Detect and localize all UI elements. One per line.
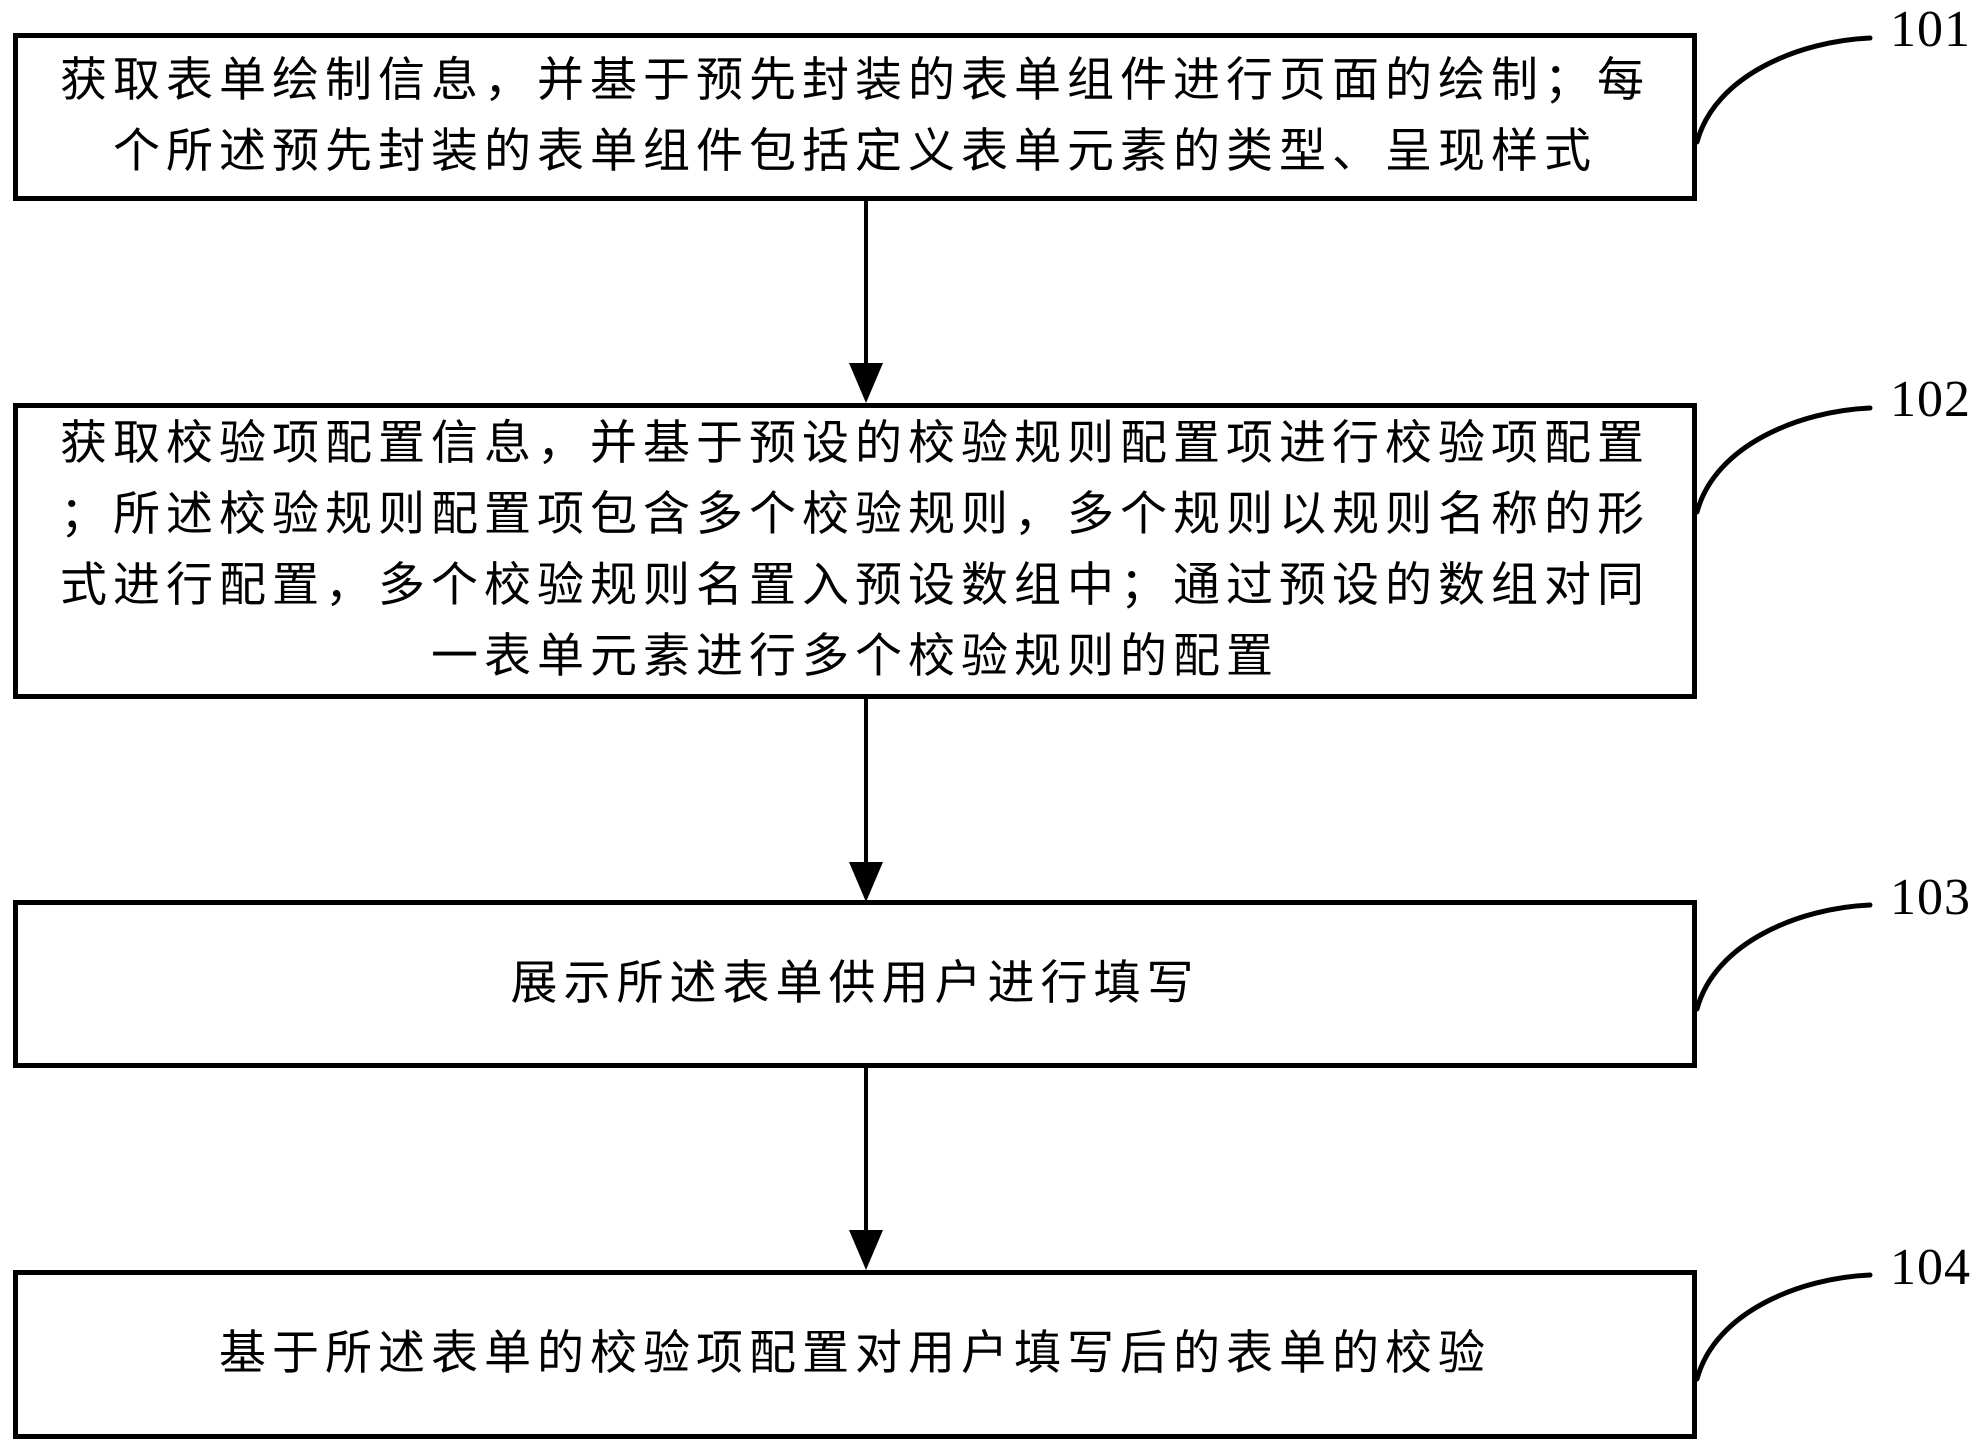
flow-arrow-3-line [864, 1066, 868, 1234]
step-102-text-line-2: ；所述校验规则配置项包含多个校验规则，多个规则以规则名称的形 [60, 489, 1650, 541]
step-box-102: 获取校验项配置信息，并基于预设的校验规则配置项进行校验项配置 ；所述校验规则配置… [13, 403, 1697, 699]
flow-arrow-3-head [849, 1230, 883, 1270]
flow-arrow-1-head [849, 363, 883, 403]
reference-connector-104 [1694, 1272, 1873, 1382]
reference-connector-101 [1694, 35, 1873, 145]
ref-label-103: 103 [1890, 869, 1971, 926]
step-box-103: 展示所述表单供用户进行填写 [13, 900, 1697, 1068]
ref-label-102: 102 [1890, 371, 1971, 428]
step-104-text-line-1: 基于所述表单的校验项配置对用户填写后的表单的校验 [219, 1328, 1491, 1380]
ref-label-104: 104 [1890, 1239, 1971, 1296]
flow-arrow-2-head [849, 862, 883, 902]
flow-arrow-2-line [864, 697, 868, 865]
flow-arrow-1-line [864, 199, 868, 367]
step-box-104: 基于所述表单的校验项配置对用户填写后的表单的校验 [13, 1270, 1697, 1439]
step-101-text-line-2: 个所述预先封装的表单组件包括定义表单元素的类型、呈现样式 [113, 126, 1597, 178]
step-103-text-line-1: 展示所述表单供用户进行填写 [510, 957, 1200, 1010]
step-102-text-line-1: 获取校验项配置信息，并基于预设的校验规则配置项进行校验项配置 [60, 418, 1650, 470]
step-102-text-line-4: 一表单元素进行多个校验规则的配置 [431, 631, 1279, 683]
step-box-101: 获取表单绘制信息，并基于预先封装的表单组件进行页面的绘制；每 个所述预先封装的表… [13, 33, 1697, 201]
ref-label-101: 101 [1890, 1, 1971, 58]
step-101-text-line-1: 获取表单绘制信息，并基于预先封装的表单组件进行页面的绘制；每 [60, 55, 1650, 107]
reference-connector-103 [1694, 902, 1873, 1012]
reference-connector-102 [1694, 405, 1873, 515]
step-102-text-line-3: 式进行配置，多个校验规则名置入预设数组中；通过预设的数组对同 [60, 560, 1650, 612]
